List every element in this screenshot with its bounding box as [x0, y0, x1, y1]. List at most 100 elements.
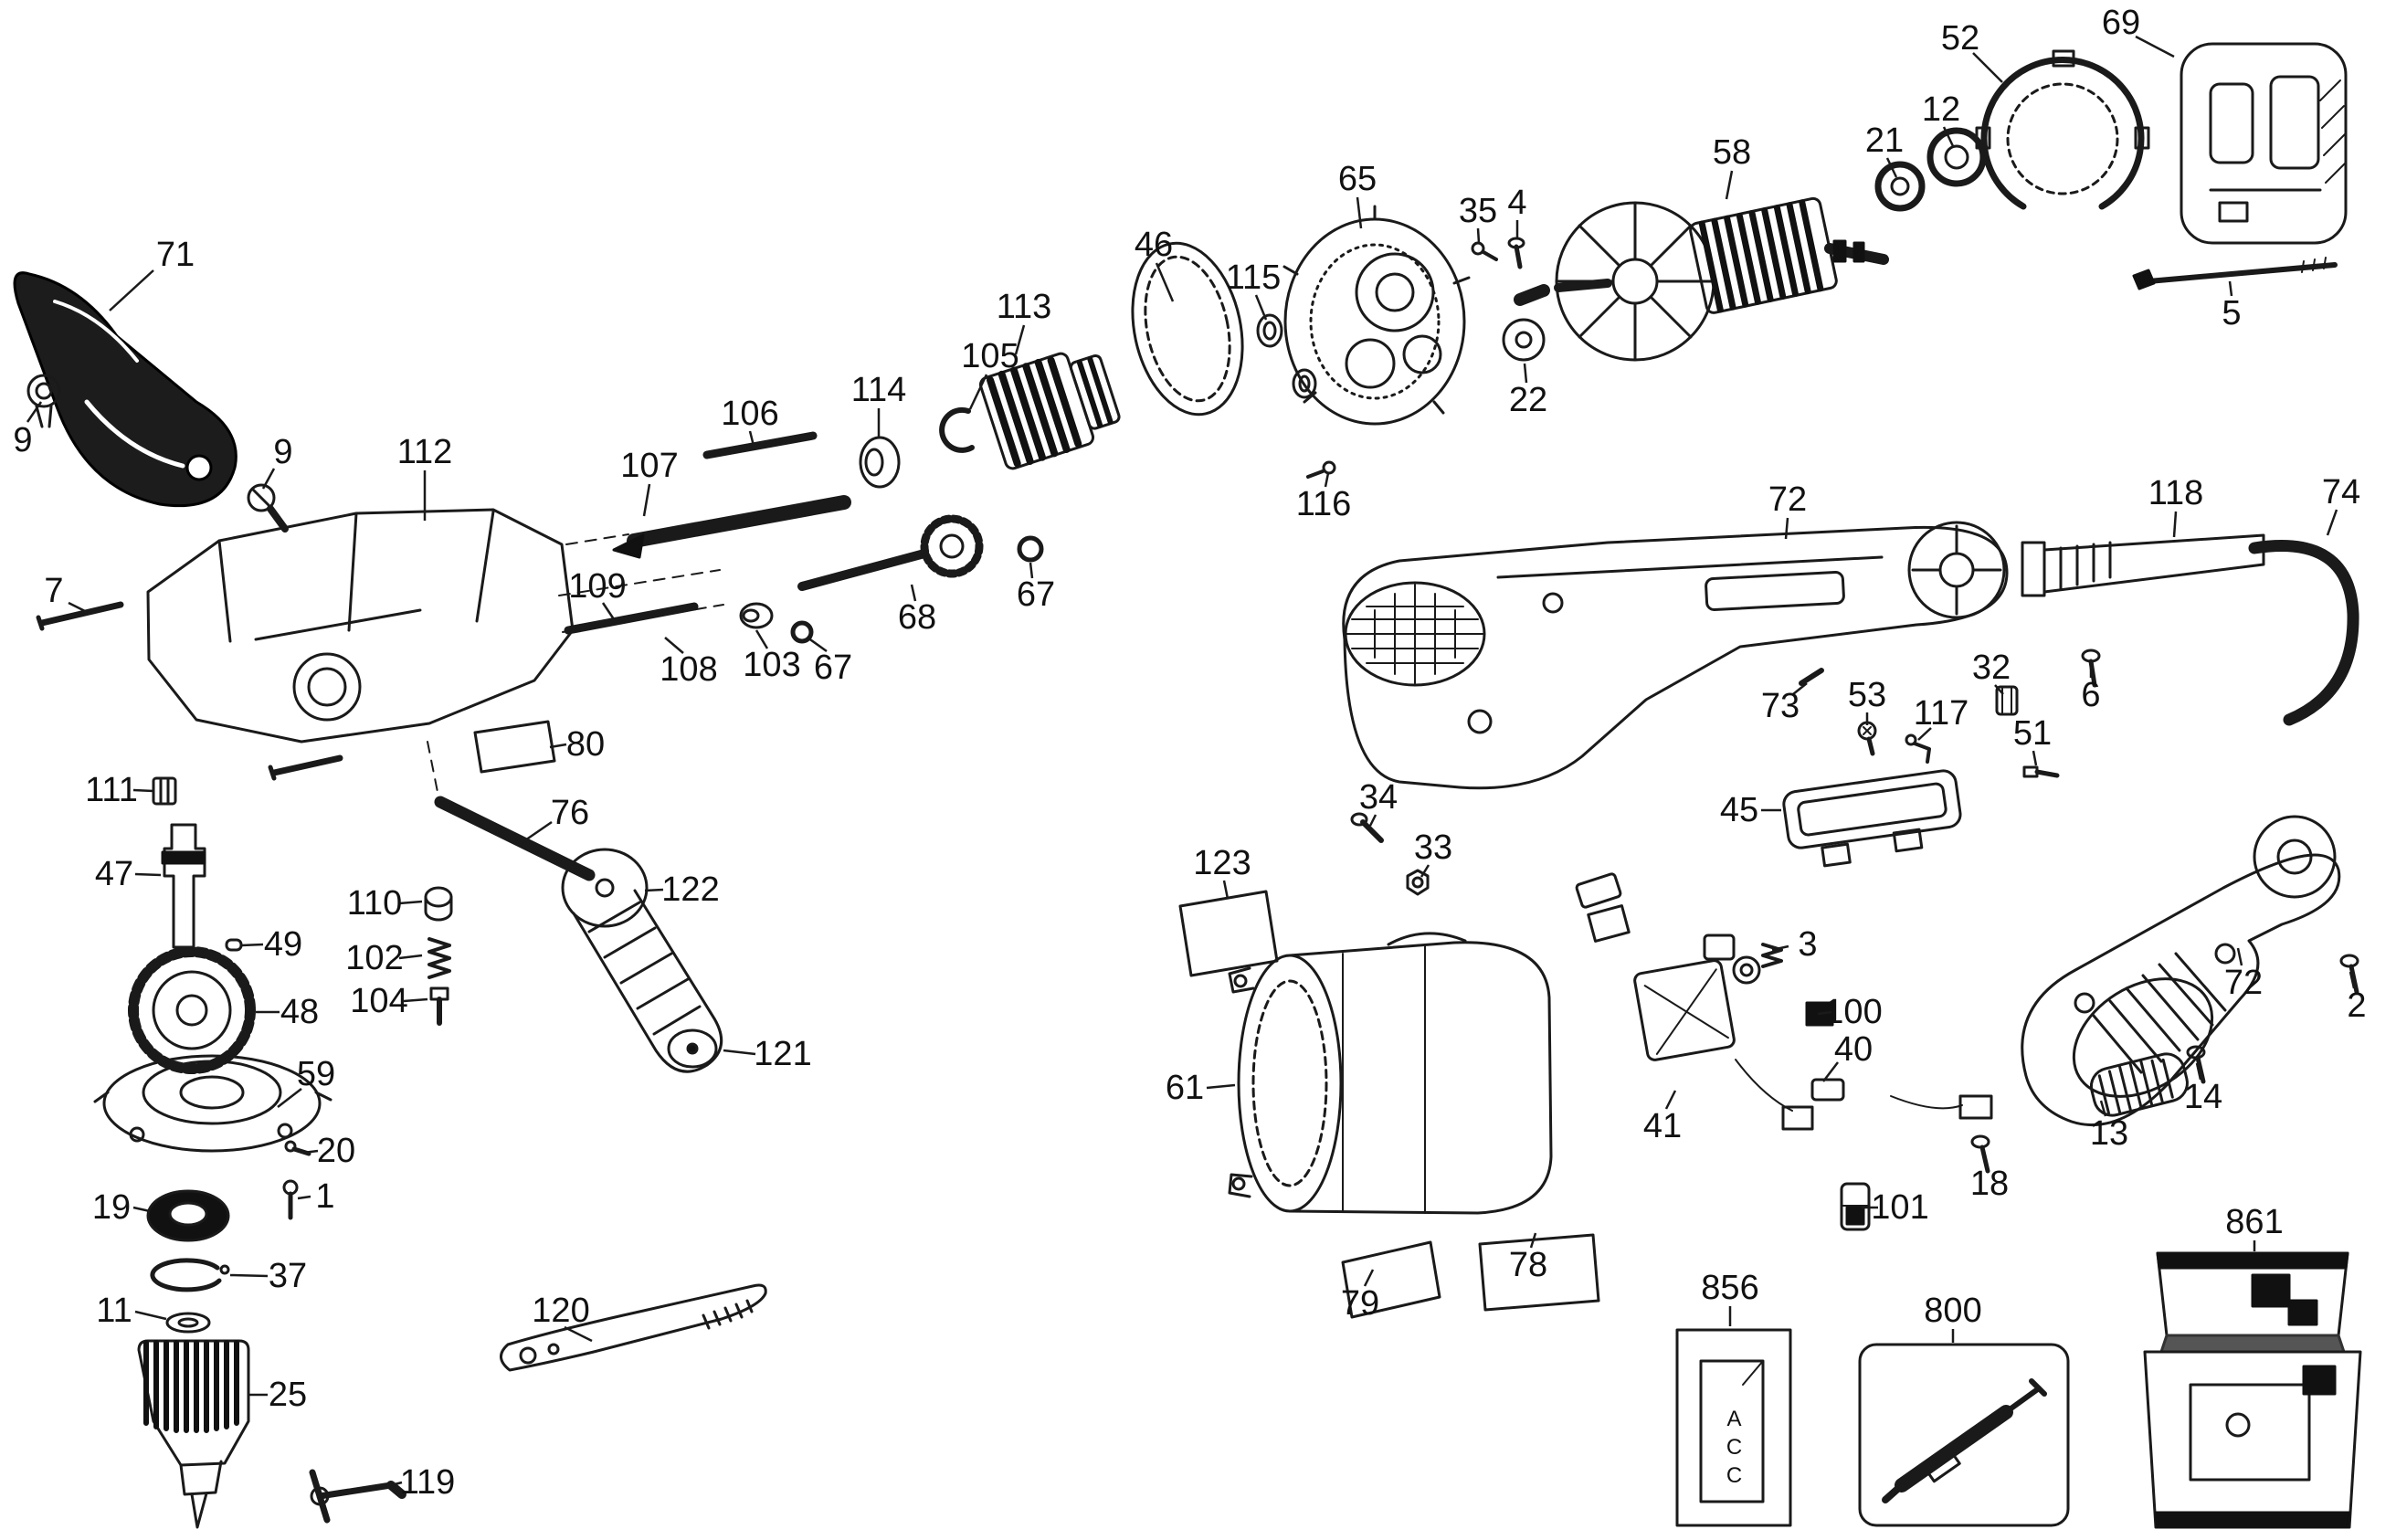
leader-line-106-6	[748, 430, 755, 447]
part-number-107-5: 107	[620, 447, 679, 485]
part-screw-4	[1507, 237, 1525, 269]
leader-line-109-10	[601, 602, 616, 620]
part-number-41-66: 41	[1642, 1107, 1683, 1145]
leader-line-116-47	[1324, 472, 1330, 488]
part-number-18-71: 18	[1969, 1165, 2010, 1203]
part-ring-37	[150, 1258, 230, 1292]
part-cord-protector-118	[2021, 533, 2265, 597]
leader-line-32-55	[1994, 684, 2004, 695]
leader-line-9-1	[26, 401, 43, 423]
part-trigger-13	[2089, 1052, 2189, 1117]
part-number-114-7: 114	[850, 371, 907, 409]
leader-line-41-66	[1664, 1090, 1677, 1110]
part-number-109-10: 109	[568, 567, 627, 606]
leader-line-68-14	[910, 584, 917, 602]
part-number-80-16: 80	[565, 725, 606, 764]
part-ring-105	[939, 406, 975, 453]
part-number-25-33: 25	[268, 1376, 308, 1414]
part-number-121-26: 121	[754, 1035, 812, 1073]
leader-line-74-51	[2326, 509, 2338, 536]
part-number-73-52: 73	[1760, 687, 1800, 725]
part-housing-lower-72	[2021, 815, 2341, 1126]
part-number-101-72: 101	[1871, 1188, 1929, 1227]
part-number-33-60: 33	[1413, 828, 1453, 867]
part-number-800-76: 800	[1924, 1292, 1982, 1330]
part-number-104-22: 104	[350, 982, 408, 1020]
part-top-handle	[13, 271, 237, 508]
part-acc-box-856	[1675, 1328, 1792, 1527]
part-number-102-21: 102	[345, 939, 404, 977]
part-bushing-115	[1256, 313, 1317, 399]
part-number-5-46: 5	[2222, 294, 2242, 332]
part-number-37-31: 37	[268, 1257, 308, 1295]
part-clutch-113	[978, 352, 1121, 470]
leader-line-13-70	[2099, 1100, 2107, 1117]
part-brush-ring-52	[1975, 49, 2150, 210]
part-number-115-38: 115	[1225, 258, 1282, 297]
part-number-116-47: 116	[1295, 485, 1352, 523]
leader-line-104-22	[403, 997, 428, 1003]
part-number-11-32: 11	[96, 1292, 132, 1330]
part-number-106-6: 106	[721, 395, 779, 433]
part-number-100-64: 100	[1824, 993, 1883, 1031]
part-number-120-35: 120	[532, 1292, 590, 1330]
part-number-61-62: 61	[1165, 1069, 1205, 1107]
part-label-plate-80	[473, 720, 556, 774]
part-number-49-23: 49	[263, 925, 303, 964]
part-number-51-57: 51	[2012, 714, 2053, 753]
part-number-68-14: 68	[897, 598, 937, 637]
leader-line-72-49	[1784, 517, 1789, 540]
part-number-71-0: 71	[155, 236, 195, 274]
part-armature-58	[1514, 196, 1889, 362]
part-number-72-67: 72	[2223, 964, 2264, 1002]
part-bearing-21	[1874, 161, 1926, 212]
part-number-118-50: 118	[2148, 474, 2204, 512]
part-screw-51	[2022, 765, 2060, 778]
part-number-40-65: 40	[1833, 1030, 1874, 1069]
leader-line-19-30	[132, 1206, 151, 1213]
part-number-20-28: 20	[316, 1132, 356, 1170]
part-number-108-11: 108	[660, 650, 718, 689]
leader-line-59-27	[277, 1088, 302, 1108]
leader-line-103-12	[755, 629, 769, 649]
leader-line-22-48	[1523, 363, 1528, 384]
part-switch-45	[1782, 769, 1962, 868]
part-number-53-53: 53	[1847, 676, 1887, 714]
part-number-112-3: 112	[396, 433, 453, 471]
part-number-72-49: 72	[1768, 480, 1808, 519]
part-rod-109	[564, 602, 699, 635]
part-number-78-74: 78	[1508, 1246, 1548, 1284]
leader-line-21-42	[1885, 157, 1898, 178]
leader-line-107-5	[642, 483, 651, 517]
part-number-19-30: 19	[91, 1188, 132, 1227]
part-number-14-69: 14	[2183, 1078, 2223, 1116]
part-number-6-56: 6	[2081, 676, 2101, 714]
part-ring-67a	[790, 620, 814, 644]
leader-line-122-25	[644, 888, 664, 892]
part-number-65-37: 65	[1337, 160, 1377, 198]
leader-line-72-67	[2236, 947, 2243, 966]
part-number-32-55: 32	[1971, 649, 2011, 687]
part-number-110-20: 110	[346, 884, 403, 923]
part-gasket-46	[1131, 241, 1244, 417]
leader-line-52-44	[1972, 52, 2003, 83]
part-number-13-70: 13	[2089, 1114, 2129, 1153]
part-number-58-41: 58	[1712, 133, 1752, 172]
leader-line-78-74	[1529, 1232, 1537, 1249]
part-bushing-114	[859, 436, 901, 489]
leader-line-111-18	[132, 788, 154, 793]
part-screw-7a	[36, 601, 124, 631]
part-gearshaft-68	[797, 514, 984, 591]
part-cord-74	[2248, 540, 2359, 726]
leader-line-11-32	[134, 1310, 167, 1321]
part-field-69	[2180, 42, 2348, 245]
part-number-69-45: 69	[2101, 4, 2141, 42]
part-label-plate-79	[1341, 1240, 1441, 1319]
part-baffle-65	[1282, 205, 1471, 426]
part-ring-67b	[1017, 535, 1044, 563]
leader-line-76-17	[522, 820, 553, 844]
part-number-46-36: 46	[1134, 226, 1174, 264]
part-chuck-25	[137, 1339, 250, 1529]
part-number-12-43: 12	[1921, 90, 1961, 129]
